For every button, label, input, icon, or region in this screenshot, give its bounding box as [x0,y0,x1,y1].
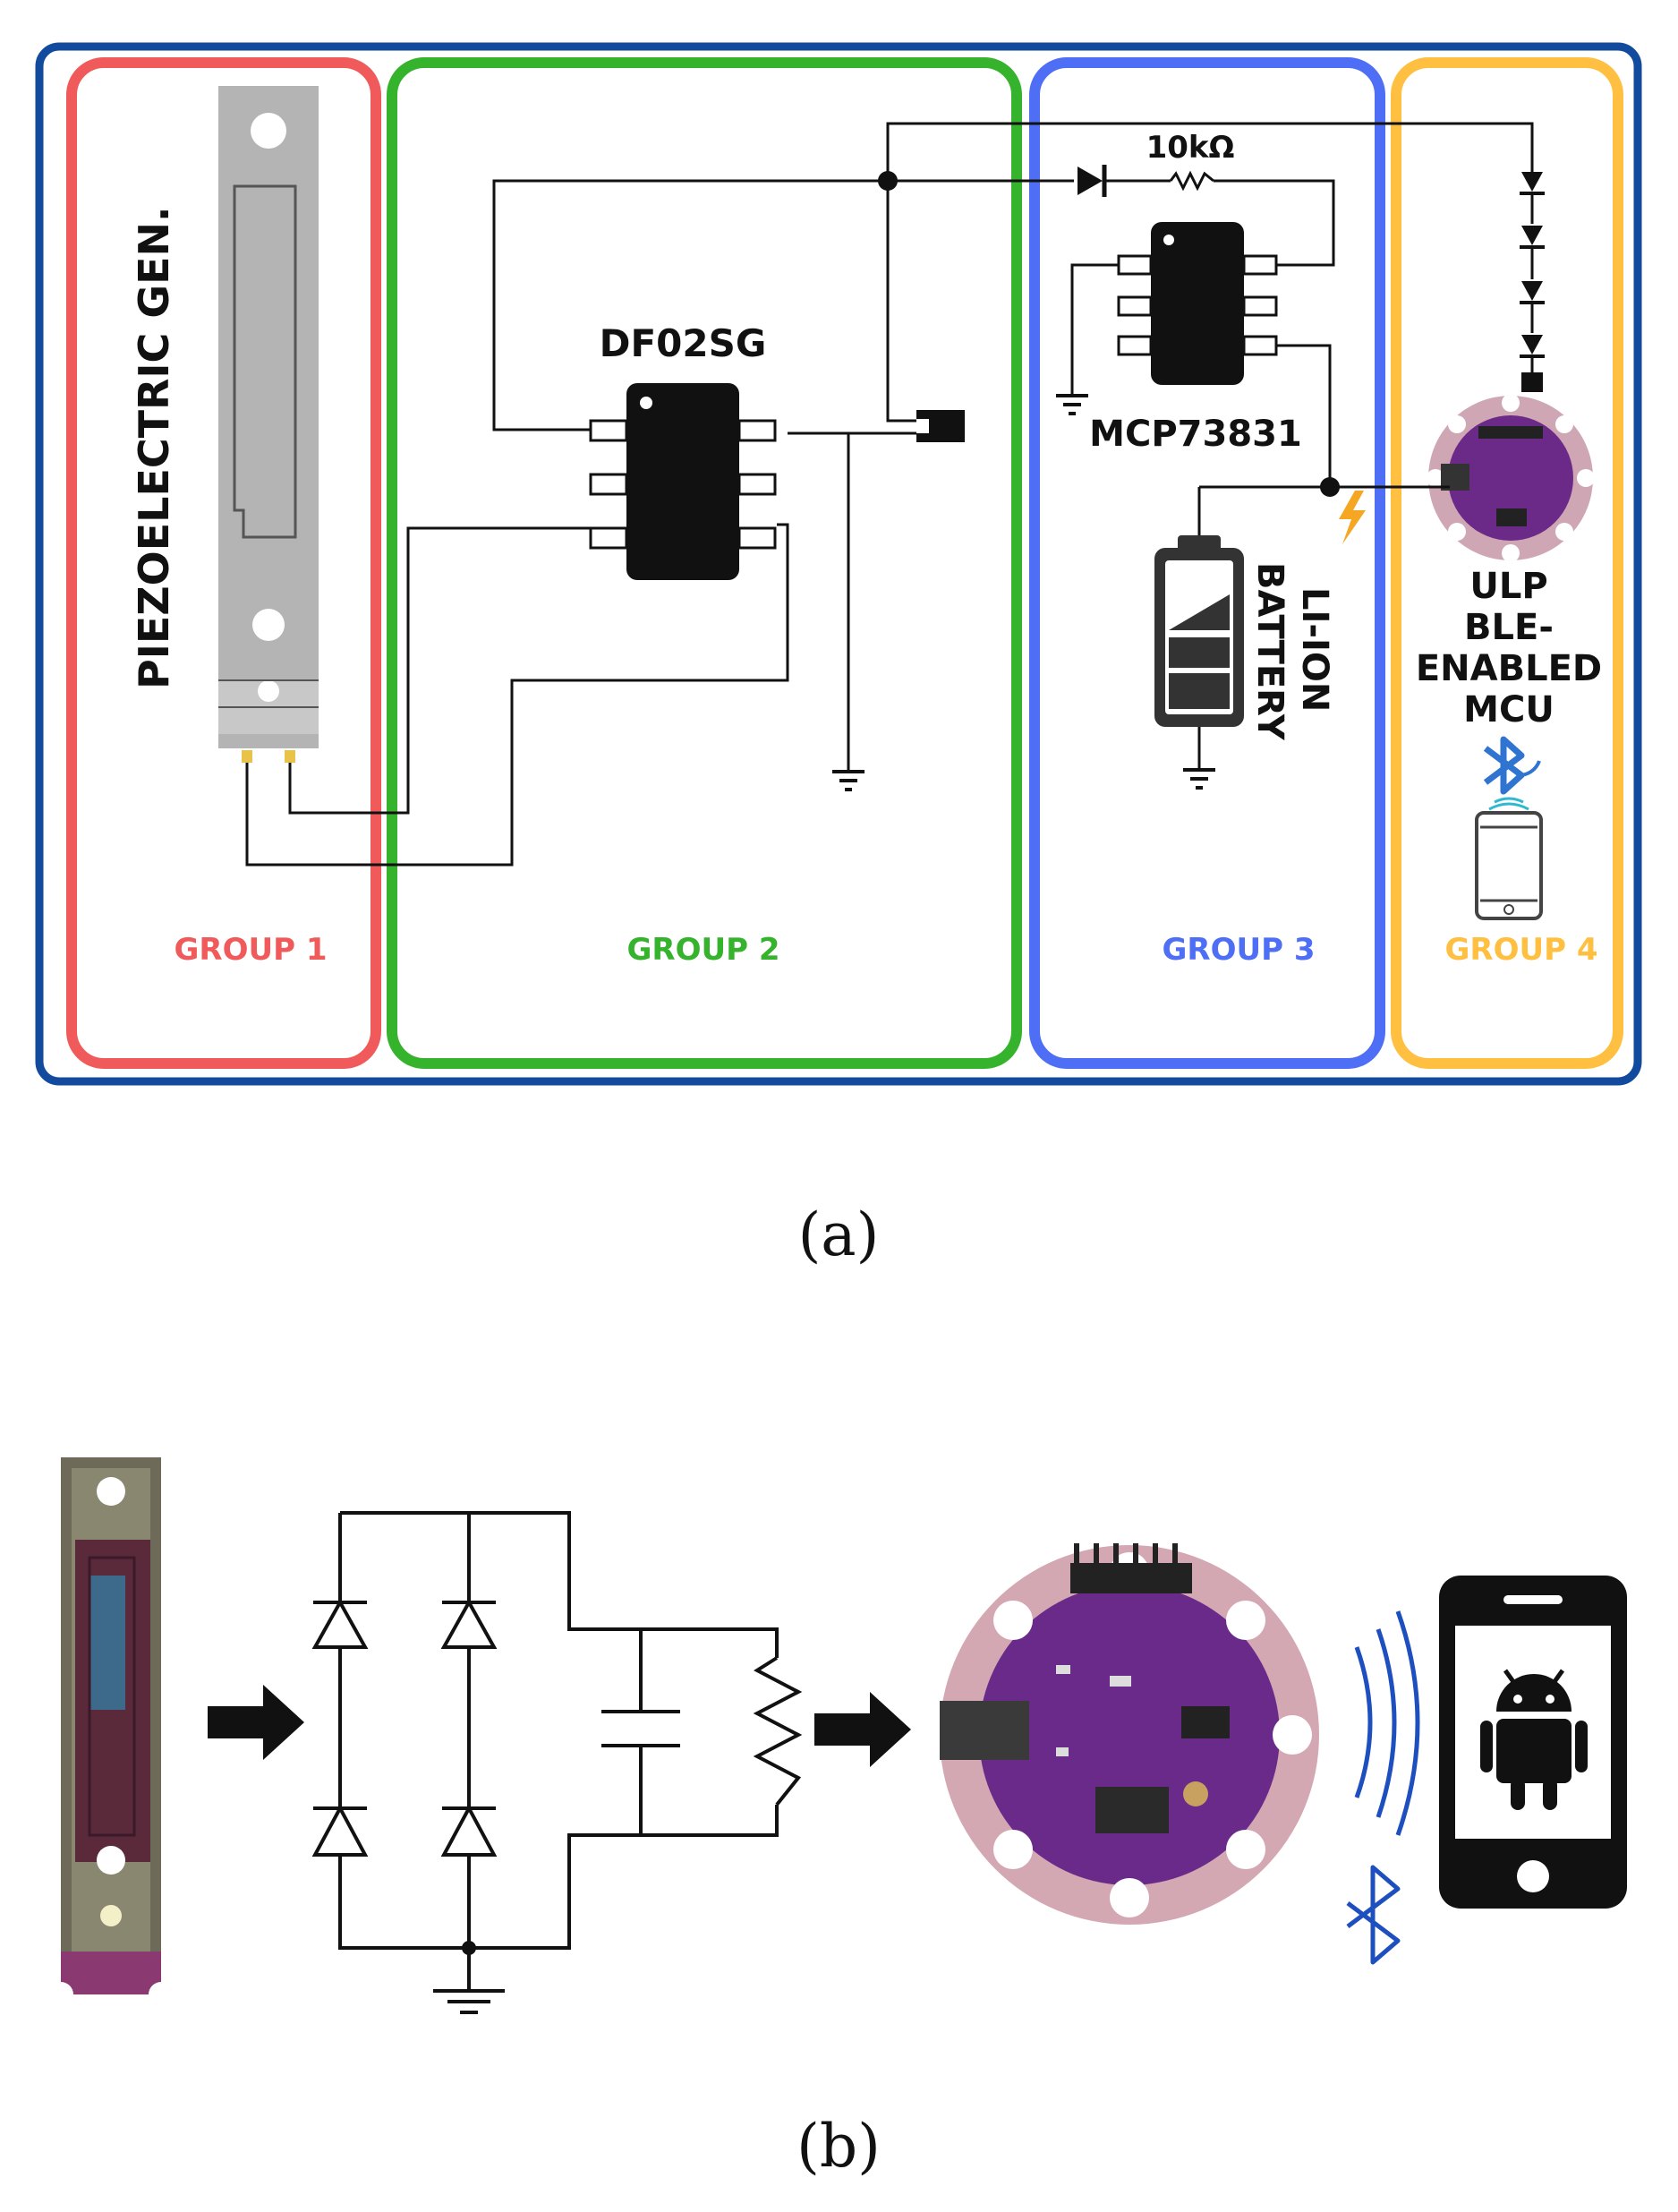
piezo-label: PIEZOELECTRIC GEN. [130,207,178,689]
led-icon [1520,172,1545,392]
charger-chip [1117,222,1278,385]
group-3-box [1029,57,1385,1069]
wires [245,122,1534,867]
mcu-board [1427,394,1595,562]
group-2-box [387,57,1022,1069]
ground-icon [1056,394,1088,415]
smartphone-icon [1475,811,1543,920]
junction-node [878,171,898,191]
wireless-waves-icon [1488,797,1529,811]
mcu-board-photo [940,1543,1319,1925]
resistor-label: 10kΩ [1146,130,1235,166]
battery-label-line2: BATTERY [1249,562,1290,741]
outer-border [35,42,1642,1086]
ground-icon [832,770,865,791]
piezo-generator [206,86,331,775]
group-1-box [66,57,381,1069]
bridge-diodes [311,1598,498,1857]
group-1-label: GROUP 1 [174,932,327,968]
junction-node [462,1941,476,1955]
resistor [1169,170,1214,192]
mcu-label-line4: MCU [1463,689,1554,730]
rectifier-circuit [338,1511,803,2014]
mcu-label-line1: ULP [1469,566,1547,607]
piezo-photo [48,1457,174,2007]
rectifier-chip [589,383,777,580]
group-4-box [1391,57,1623,1069]
group-3-label: GROUP 3 [1162,932,1315,968]
lightning-icon [1339,491,1366,544]
mcu-label-line2: BLE- [1464,607,1554,648]
wireless-waves-icon [1354,1610,1420,1836]
diagram-a: GROUP 1 GROUP 2 GROUP 3 GROUP 4 PIEZOELE… [35,42,1642,1086]
caption-a: (a) [798,1200,880,1269]
bluetooth-icon [1483,736,1541,795]
android-phone-icon [1439,1576,1627,1909]
diagram-b [48,1457,1627,2014]
battery-label-line1: LI-ION [1294,587,1335,712]
group-2-label: GROUP 2 [626,932,779,968]
rectifier-label: DF02SG [600,321,767,365]
diode-icon [1077,165,1107,197]
battery-icon [1154,535,1244,727]
ground-icon [1183,768,1215,790]
group-4-label: GROUP 4 [1444,932,1597,968]
arrow-right-icon [208,1685,304,1760]
mcu-label-line3: ENABLED [1416,648,1602,689]
charger-label: MCP73831 [1089,414,1302,455]
arrow-right-icon [814,1692,911,1767]
caption-b: (b) [796,2112,881,2181]
bluetooth-icon [1346,1865,1401,1965]
